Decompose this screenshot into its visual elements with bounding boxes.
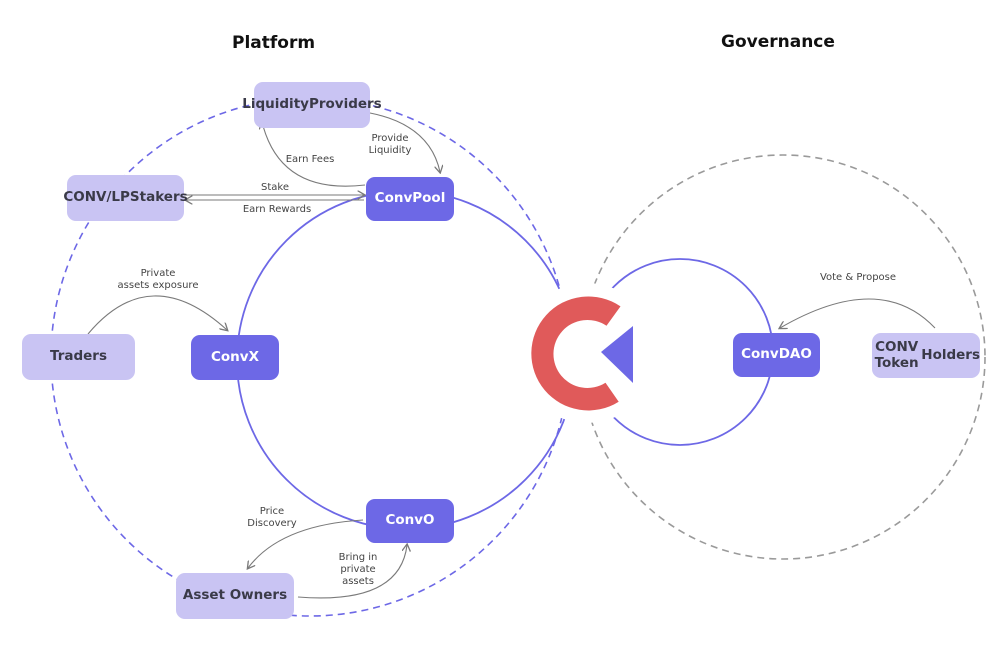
- platform-title: Platform: [232, 33, 316, 53]
- earn-rewards-label: Earn Rewards: [242, 204, 312, 215]
- provide-liquidity-label: Provide Liquidity: [360, 133, 420, 157]
- price-discovery-line1: Price: [259, 506, 285, 517]
- private-exposure-line2: assets exposure: [117, 280, 199, 291]
- traders-node[interactable]: Traders: [22, 334, 135, 380]
- convo-node[interactable]: ConvO: [366, 499, 454, 543]
- bring-in-assets-line1: Bring in: [338, 552, 378, 563]
- conv-token-holders-line2: Holders: [921, 346, 980, 363]
- stake-label: Stake: [261, 182, 289, 193]
- stakers-line1: CONV/LP: [63, 189, 130, 206]
- bring-in-assets-line3: assets: [342, 576, 374, 587]
- liquidity-providers-line1: Liquidity: [242, 96, 309, 113]
- stakers-line2: Stakers: [129, 189, 188, 206]
- bring-in-assets-line2: private: [340, 564, 376, 575]
- asset-owners-node[interactable]: Asset Owners: [176, 573, 294, 619]
- governance-dashed-boundary: [580, 154, 986, 560]
- earn-fees-arrow: [262, 122, 366, 187]
- private-exposure-label: Private assets exposure: [108, 268, 208, 292]
- liquidity-providers-line2: Providers: [308, 96, 382, 113]
- provide-liquidity-arrow: [369, 112, 440, 172]
- price-discovery-line2: Discovery: [247, 518, 297, 529]
- conv-token-holders-line1: CONV Token: [874, 338, 919, 371]
- vote-propose-label: Vote & Propose: [819, 272, 897, 283]
- bring-in-assets-arrow: [297, 545, 407, 599]
- price-discovery-label: Price Discovery: [242, 506, 302, 530]
- liquidity-providers-node[interactable]: Liquidity Providers: [242, 82, 382, 128]
- convpool-node[interactable]: ConvPool: [366, 177, 454, 221]
- provide-liquidity-line1: Provide: [371, 133, 409, 144]
- provide-liquidity-line2: Liquidity: [368, 145, 412, 156]
- price-discovery-arrow: [248, 519, 364, 568]
- convdao-node[interactable]: ConvDAO: [733, 333, 820, 377]
- private-exposure-line1: Private: [140, 268, 176, 279]
- conv-lp-stakers-node[interactable]: CONV/LP Stakers: [63, 175, 188, 221]
- vote-propose-arrow: [780, 298, 936, 328]
- earn-fees-label: Earn Fees: [285, 154, 335, 165]
- convx-node[interactable]: ConvX: [191, 335, 279, 380]
- private-exposure-arrow: [87, 295, 227, 335]
- convergence-logo-icon: [517, 283, 657, 423]
- bring-in-assets-label: Bring in private assets: [333, 552, 383, 588]
- governance-title: Governance: [721, 32, 835, 52]
- conv-token-holders-node[interactable]: CONV Token Holders: [872, 333, 980, 378]
